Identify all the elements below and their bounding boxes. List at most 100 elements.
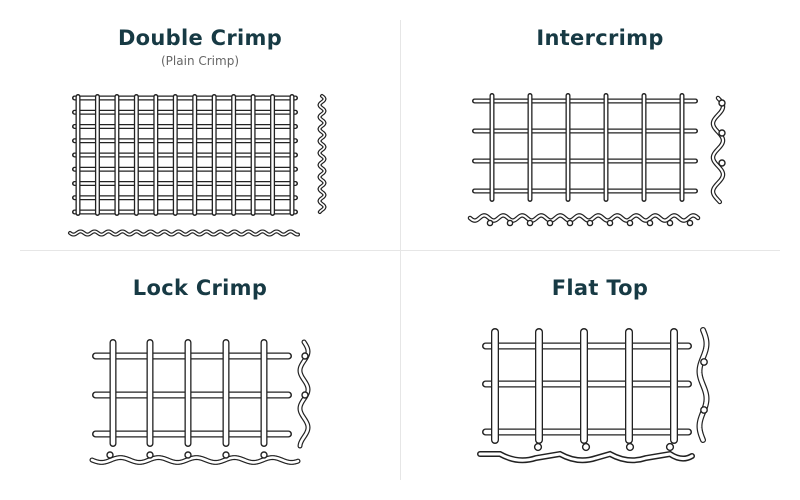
cross-wire-section bbox=[526, 219, 534, 227]
panel-double-crimp: Double Crimp (Plain Crimp) bbox=[0, 0, 400, 250]
warp-wire-highlight bbox=[604, 94, 608, 201]
weft-wire-highlight bbox=[93, 431, 291, 437]
side-crimp-wire-highlight bbox=[697, 328, 709, 442]
bottom-crimp-wire-highlight bbox=[468, 214, 700, 222]
double-crimp-side-profile bbox=[317, 94, 327, 214]
panel-flat-top: Flat Top bbox=[400, 250, 800, 500]
warp-wire-highlight bbox=[251, 95, 255, 215]
warp-wire-highlight bbox=[135, 95, 138, 215]
cross-wire-section bbox=[606, 219, 614, 227]
weft-wire-highlight bbox=[73, 210, 297, 214]
warp-wire-highlight bbox=[261, 340, 267, 446]
bottom-crimp-wire-highlight bbox=[478, 452, 694, 462]
panel-intercrimp: Intercrimp bbox=[400, 0, 800, 250]
warp-wire-highlight bbox=[626, 329, 632, 443]
panel-title: Intercrimp bbox=[536, 26, 664, 50]
warp-wire-highlight bbox=[154, 95, 158, 215]
cross-wire-section bbox=[665, 442, 675, 452]
weft-wire-highlight bbox=[73, 196, 297, 199]
weft-wire-highlight bbox=[93, 392, 291, 398]
cross-wire-section bbox=[184, 451, 192, 459]
lock-crimp-bottom-profile bbox=[89, 451, 301, 465]
warp-wire-highlight bbox=[642, 94, 646, 201]
warp-wire-highlight bbox=[232, 95, 235, 215]
weft-wire-highlight bbox=[73, 125, 297, 128]
lock-crimp-side-profile bbox=[297, 339, 311, 449]
weft-wire-highlight bbox=[73, 139, 297, 142]
cross-wire-section bbox=[546, 219, 554, 227]
warp-wire-highlight bbox=[671, 329, 677, 443]
intercrimp-diagram bbox=[467, 93, 726, 227]
warp-wire-highlight bbox=[290, 95, 294, 215]
cross-wire-section bbox=[146, 451, 154, 459]
weft-wire-highlight bbox=[93, 353, 291, 359]
weft-wire-highlight bbox=[73, 168, 297, 171]
warp-wire-highlight bbox=[76, 95, 80, 215]
warp-wire-highlight bbox=[174, 95, 177, 215]
cross-wire-section bbox=[301, 391, 309, 399]
bottom-crimp-wire-highlight bbox=[90, 456, 300, 464]
cross-wire-section bbox=[581, 442, 591, 452]
weft-wire-highlight bbox=[73, 182, 297, 185]
warp-wire-highlight bbox=[147, 340, 153, 446]
panel-subtitle: (Plain Crimp) bbox=[161, 54, 239, 68]
cross-wire-section bbox=[646, 219, 654, 227]
double-crimp-bottom-profile bbox=[68, 229, 300, 237]
weft-wire-highlight bbox=[473, 99, 697, 103]
warp-wire-highlight bbox=[185, 340, 191, 446]
cross-wire-section bbox=[625, 442, 635, 452]
weft-wire-highlight bbox=[73, 153, 297, 157]
cross-wire-section bbox=[718, 159, 726, 167]
warp-wire-highlight bbox=[528, 94, 532, 201]
cross-wire-section bbox=[586, 219, 594, 227]
warp-wire-highlight bbox=[490, 94, 494, 201]
cross-wire-section bbox=[626, 219, 634, 227]
warp-wire-highlight bbox=[110, 340, 116, 446]
warp-wire-highlight bbox=[536, 329, 542, 443]
cross-wire-section bbox=[666, 219, 674, 227]
warp-wire-highlight bbox=[223, 340, 229, 446]
cross-wire-section bbox=[718, 99, 726, 107]
warp-wire-highlight bbox=[96, 95, 99, 215]
cross-wire-section bbox=[260, 451, 268, 459]
warp-wire-highlight bbox=[566, 94, 570, 201]
cross-wire-section bbox=[700, 406, 708, 414]
side-crimp-wire-highlight bbox=[318, 95, 326, 213]
weft-wire-highlight bbox=[73, 111, 297, 114]
weft-wire-highlight bbox=[473, 189, 697, 193]
cross-wire-section bbox=[222, 451, 230, 459]
cross-wire-section bbox=[566, 219, 574, 227]
panel-title: Lock Crimp bbox=[132, 276, 268, 300]
flat-top-diagram bbox=[477, 327, 710, 464]
intercrimp-bottom-profile bbox=[467, 213, 701, 227]
cross-wire-section bbox=[506, 219, 514, 227]
warp-wire-highlight bbox=[115, 95, 119, 215]
flat-top-mesh bbox=[482, 328, 692, 444]
warp-wire-highlight bbox=[492, 329, 498, 443]
lock-crimp-mesh bbox=[92, 339, 292, 447]
bottom-crimp-wire-highlight bbox=[69, 230, 299, 236]
flat-top-side-profile bbox=[696, 327, 710, 443]
panel-title: Flat Top bbox=[551, 276, 649, 300]
weft-wire-highlight bbox=[473, 129, 697, 133]
intercrimp-side-profile bbox=[710, 95, 726, 205]
panel-lock-crimp: Lock Crimp bbox=[0, 250, 400, 500]
panel-title: Double Crimp bbox=[117, 26, 283, 50]
cross-wire-section bbox=[533, 442, 543, 452]
horizontal-divider bbox=[20, 250, 780, 251]
cross-wire-section bbox=[686, 219, 694, 227]
warp-wire-highlight bbox=[193, 95, 196, 215]
cross-wire-section bbox=[700, 358, 708, 366]
cross-wire-section bbox=[718, 129, 726, 137]
weft-wire-highlight bbox=[73, 96, 297, 100]
warp-wire-highlight bbox=[680, 94, 684, 201]
side-crimp-wire-highlight bbox=[711, 96, 725, 204]
warp-wire-highlight bbox=[212, 95, 216, 215]
cross-wire-section bbox=[486, 219, 494, 227]
intercrimp-mesh bbox=[472, 93, 698, 202]
weft-wire-highlight bbox=[473, 159, 697, 163]
cross-wire-section bbox=[301, 352, 309, 360]
double-crimp-mesh bbox=[72, 94, 298, 216]
flat-top-bottom-profile bbox=[477, 442, 695, 464]
cross-wire-section bbox=[106, 451, 114, 459]
